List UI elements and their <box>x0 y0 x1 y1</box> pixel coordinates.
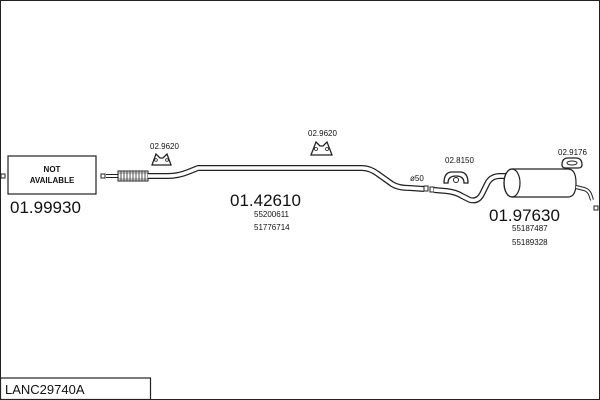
not-available-box <box>7 155 97 195</box>
oem-number: 55187487 <box>512 224 548 233</box>
left-edge-marker <box>0 173 6 179</box>
oem-number: 51776714 <box>254 223 290 232</box>
rubber-mount-2: 02.9620 <box>308 129 337 156</box>
front-pipe <box>100 170 149 182</box>
diameter-label: ø50 <box>410 174 424 183</box>
oem-number: 55200611 <box>254 210 290 219</box>
rubber-mount-1: 02.9620 <box>150 142 179 166</box>
footer-code-box: LANC29740A <box>0 377 152 400</box>
rear-silencer-assembly: 01.97630 55187487 55189328 <box>429 168 594 247</box>
oem-number: 55189328 <box>512 238 548 247</box>
middle-pipe-end <box>423 185 429 192</box>
right-edge-marker <box>593 205 599 211</box>
ring-mount-icon <box>561 157 583 169</box>
rubber-mount-3: 02.8150 <box>443 156 474 184</box>
not-available-line1: NOT <box>44 165 61 174</box>
part-number-01-42610: 01.42610 <box>230 191 301 210</box>
mount-label: 02.9176 <box>558 148 587 157</box>
rubber-mount-icon <box>151 152 172 166</box>
rubber-mount-4: 02.9176 <box>558 148 587 169</box>
front-pipe-end <box>100 173 106 179</box>
silencer-body <box>512 168 577 198</box>
middle-pipe: 01.42610 55200611 51776714 <box>148 165 429 232</box>
not-available-part-number: 01.99930 <box>10 198 81 217</box>
rear-pipe-start <box>429 186 435 193</box>
mount-label: 02.9620 <box>150 142 179 151</box>
hanger-mount-icon <box>443 171 469 184</box>
not-available-part: NOT AVAILABLE 01.99930 <box>7 155 97 217</box>
rubber-mount-icon <box>310 140 333 156</box>
not-available-line2: AVAILABLE <box>30 176 75 185</box>
mount-label: 02.8150 <box>445 156 474 165</box>
footer-code: LANC29740A <box>5 382 85 397</box>
mount-label: 02.9620 <box>308 129 337 138</box>
part-number-01-97630: 01.97630 <box>489 206 560 225</box>
